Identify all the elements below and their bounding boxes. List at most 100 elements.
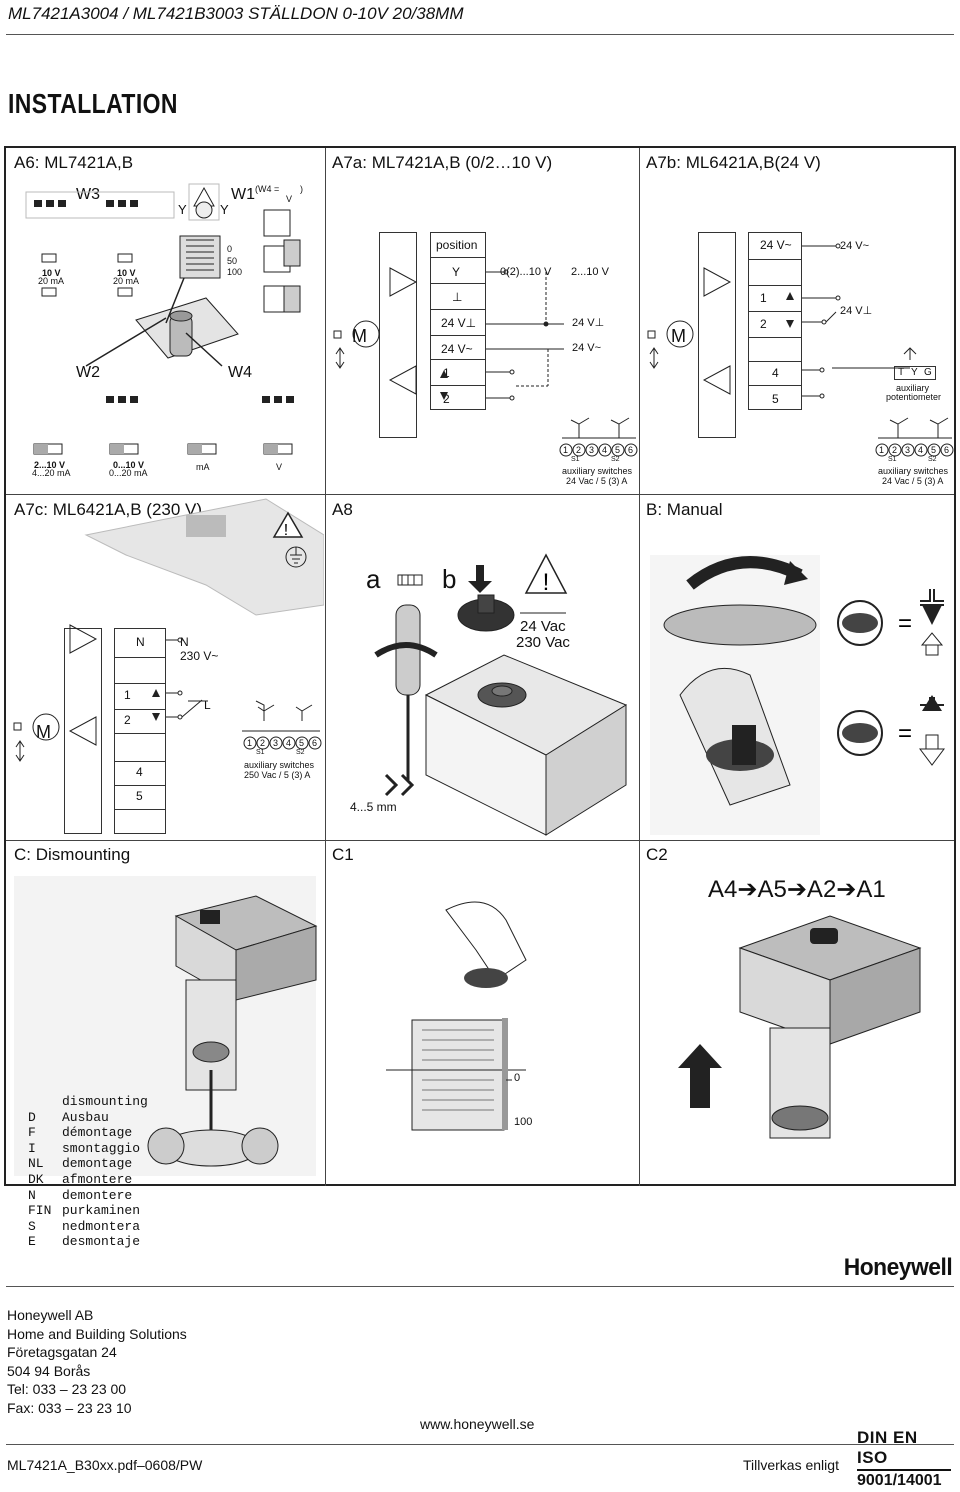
a7a-motor: M <box>352 326 367 346</box>
a6-sel4: V <box>276 462 283 472</box>
a7b-right-gnd: 24 V⊥ <box>840 305 873 317</box>
c2-sequence: A4➔A5➔A2➔A1 <box>708 876 886 903</box>
c-dismounting-drawing <box>14 876 318 1176</box>
a7b-row-4: 4 <box>772 366 779 380</box>
a7c-row-2: 2 <box>124 713 131 727</box>
a7b-term-1: 1 <box>879 445 885 455</box>
grid-hline-1 <box>6 494 954 495</box>
a7c-l: L <box>204 698 211 712</box>
a7b-t: T <box>898 367 905 378</box>
address-line: Företagsgatan 24 <box>7 1344 117 1361</box>
bottom-divider <box>6 1444 954 1445</box>
c1-scale-0: 0 <box>514 1072 521 1084</box>
a7b-row-1: 1 <box>760 291 767 305</box>
a7c-230v: 230 V~ <box>180 649 219 663</box>
company-address: Honeywell AB Home and Building Solutions… <box>7 1306 187 1418</box>
a6-w1-note-end: ) <box>300 184 303 194</box>
a7b-term-6: 6 <box>944 445 950 455</box>
a7c-aux-2: 250 Vac / 5 (3) A <box>244 770 311 780</box>
a7c-aux-1: auxiliary switches <box>244 760 315 770</box>
a6-sel2-a: 0...10 V <box>113 460 145 470</box>
a7c-row-n: N <box>136 635 145 649</box>
a7c-term-1: 1 <box>247 738 253 748</box>
a7b-row-2: 2 <box>760 317 767 331</box>
a7c-motor: M <box>36 722 51 742</box>
a6-y-right: Y <box>220 202 229 217</box>
a6-opt1-b: 20 mA <box>38 276 65 286</box>
a7c-title: A7c: ML6421A,B (230 V) <box>14 500 203 519</box>
a7b-y: Y <box>911 367 918 378</box>
a7b-row-24v-ac: 24 V~ <box>760 238 792 252</box>
a8-mm: 4...5 mm <box>350 800 397 814</box>
doc-title: ML7421A3004 / ML7421B3003 STÄLLDON 0-10V… <box>8 4 464 23</box>
c1-drawing <box>386 901 527 1131</box>
a7c-row-1: 1 <box>124 688 131 702</box>
a7b-row-5: 5 <box>772 392 779 406</box>
a7a-row-position: position <box>436 238 478 252</box>
a7a-s2: S2 <box>611 456 620 463</box>
a7b-pot-1: auxiliary <box>896 383 930 393</box>
a7b-term-5: 5 <box>931 445 937 455</box>
a6-w3: W3 <box>76 186 100 203</box>
a7a-row-2: 2 <box>443 392 450 406</box>
a6-opt1-a: 10 V <box>42 268 61 278</box>
a7a-term-2: 2 <box>576 445 582 455</box>
c1-title: C1 <box>332 845 354 864</box>
a6-scale-0: 0 <box>227 244 233 254</box>
installation-grid: A6: ML7421A,B W3 W1 (W4 = ) V Y Y W2 W4 … <box>4 146 956 1249</box>
a7c-term-2: 2 <box>260 738 266 748</box>
a6-y-left: Y <box>178 202 187 217</box>
a7b-motor: M <box>671 326 686 346</box>
b-title: B: Manual <box>646 500 723 519</box>
a8-b: b <box>442 564 457 594</box>
iso-bottom: 9001/14001 <box>857 1472 942 1489</box>
header-divider <box>6 34 954 35</box>
a7a-right-24v-gnd: 24 V⊥ <box>572 317 605 329</box>
a7b-wiring-drawing <box>647 243 954 457</box>
a7a-row-24v-ac: 24 V~ <box>441 342 473 356</box>
c1-scale-100: 100 <box>514 1116 533 1128</box>
a7b-aux-2: 24 Vac / 5 (3) A <box>882 476 944 486</box>
a7c-row-4: 4 <box>136 765 143 779</box>
a6-sel2-b: 0...20 mA <box>109 468 148 478</box>
a6-w1-note: (W4 = <box>255 184 280 194</box>
c-title: C: Dismounting <box>14 845 131 864</box>
a8-230vac: 230 Vac <box>516 634 570 651</box>
address-line: Tel: 033 – 23 23 00 <box>7 1381 127 1398</box>
a7c-term-3: 3 <box>273 738 279 748</box>
a7a-term-6: 6 <box>628 445 634 455</box>
a7b-tyg-box <box>894 366 936 380</box>
a7a-row-gnd: ⊥ <box>452 290 463 304</box>
a7c-term-5: 5 <box>299 738 305 748</box>
a7b-right-ac: 24 V~ <box>840 240 870 252</box>
made-per-label: Tillverkas enligt <box>743 1457 839 1473</box>
svg-text:!: ! <box>284 522 288 539</box>
a7a-wiring-drawing <box>333 267 638 457</box>
a7a-aux-2: 24 Vac / 5 (3) A <box>566 476 628 486</box>
a6-scale-100: 100 <box>227 267 243 277</box>
a7a-signal-2: 2...10 V <box>571 266 609 278</box>
c2-title: C2 <box>646 845 668 864</box>
a6-sel3: mA <box>196 462 210 472</box>
a8-drawing: ! <box>374 553 628 836</box>
lang-row: dismounting <box>62 1094 148 1109</box>
website-link[interactable]: www.honeywell.se <box>420 1416 535 1432</box>
a7c-row-5: 5 <box>136 789 143 803</box>
a6-opt2-a: 10 V <box>117 268 136 278</box>
pdf-filename: ML7421A_B30xx.pdf–0608/PW <box>7 1457 203 1473</box>
a7a-row-1: 1 <box>443 366 450 380</box>
a7c-s1: S1 <box>256 749 265 756</box>
a7b-title: A7b: ML6421A,B(24 V) <box>646 153 821 172</box>
a8-title: A8 <box>332 500 353 519</box>
svg-text:=: = <box>898 610 912 637</box>
a7b-aux-1: auxiliary switches <box>878 466 949 476</box>
iso-top: DIN EN ISO <box>857 1428 951 1471</box>
a7c-wiring-drawing: ! <box>13 498 324 762</box>
a7c-symbol-box <box>64 628 102 834</box>
